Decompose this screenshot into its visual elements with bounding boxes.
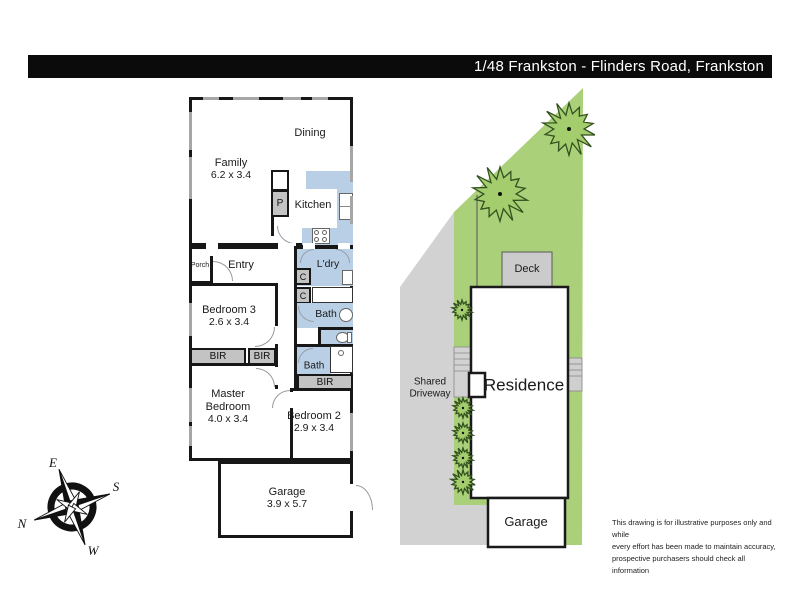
laundry-label: L'dry: [316, 258, 340, 271]
entry-label: Entry: [228, 258, 254, 271]
hallway-right-wall: [294, 246, 297, 389]
window: [189, 388, 192, 422]
hallway-opening: [278, 243, 296, 249]
garage-outline: [218, 461, 353, 538]
stove-burner: [314, 237, 319, 242]
master-dims: 4.0 x 3.4: [207, 413, 249, 426]
residence-entry-notch: [467, 371, 487, 399]
bathtub: [312, 287, 353, 303]
window: [189, 426, 192, 446]
bir-label: BIR: [316, 376, 334, 388]
bath2-label: Bath: [303, 360, 325, 372]
wc-top-wall: [318, 327, 353, 330]
shower: [330, 346, 353, 373]
bath2-top-wall: [297, 344, 353, 347]
cupboard-1: C: [295, 268, 311, 285]
bedroom3-label: Bedroom 3: [202, 303, 256, 316]
master-top-wall: [189, 363, 278, 366]
window: [203, 97, 219, 100]
shared-driveway-area: [400, 212, 488, 545]
compass-w: W: [87, 543, 99, 558]
bir-label: BIR: [253, 351, 271, 362]
garage-label: Garage: [268, 485, 306, 498]
bedroom3-dims: 2.6 x 3.4: [208, 316, 250, 329]
compass-rose: [33, 468, 111, 546]
cupboard-label: C: [299, 290, 307, 301]
address-title: 1/48 Frankston - Flinders Road, Franksto…: [474, 58, 764, 75]
family-label: Family: [214, 156, 248, 169]
pantry-wall-stub: [271, 215, 274, 236]
window: [350, 196, 353, 224]
wc-left-wall: [318, 327, 321, 346]
entry-bottom-wall: [189, 283, 278, 286]
cupboard-label: C: [299, 271, 307, 282]
disclaimer-text: This drawing is for illustrative purpose…: [612, 517, 784, 577]
family-dims: 6.2 x 3.4: [210, 169, 252, 182]
bir-label: BIR: [209, 351, 227, 362]
pantry-label: P: [276, 198, 284, 209]
garage-door-arc: [356, 485, 373, 510]
site-garage-shape: [486, 496, 567, 549]
window: [189, 303, 192, 336]
garage-dims: 3.9 x 5.7: [266, 498, 308, 511]
window: [350, 413, 353, 451]
bath1-label: Bath: [315, 308, 337, 321]
porch-bottom-wall: [189, 281, 213, 284]
compass-s: S: [112, 479, 120, 494]
master-door-opening: [275, 367, 278, 385]
shower-head: [338, 350, 344, 356]
bedroom2-top-wall: [290, 388, 353, 391]
master-label-1: Master: [211, 387, 245, 400]
disclaimer-line-1: This drawing is for illustrative purpose…: [612, 518, 772, 539]
bedroom3-door-opening: [275, 326, 278, 344]
window: [283, 97, 301, 100]
stove-burner: [322, 230, 327, 235]
bedroom2-door-opening: [290, 392, 293, 408]
compass-n: N: [17, 516, 27, 531]
trees: [448, 100, 595, 497]
bath2-door-arc: [298, 348, 313, 363]
compass-e: E: [49, 455, 57, 470]
window: [350, 146, 353, 182]
bedroom2-dims: 2.9 x 3.4: [293, 422, 335, 435]
residence-label: Residence: [483, 375, 565, 395]
stove-burner: [314, 230, 319, 235]
kitchen-sink-divider: [340, 206, 352, 207]
bedroom2-left-wall: [290, 388, 293, 461]
deck-label: Deck: [514, 262, 540, 275]
porch-label: Porch: [190, 262, 210, 270]
kitchen-label: Kitchen: [294, 198, 332, 211]
address-bar: 1/48 Frankston - Flinders Road, Franksto…: [28, 55, 772, 78]
dining-label: Dining: [294, 126, 326, 139]
right-steps: [567, 357, 583, 392]
window: [189, 112, 192, 150]
shared-driveway-label-2: Driveway: [409, 388, 451, 400]
pantry: P: [271, 190, 289, 217]
garage-door-opening: [350, 484, 356, 511]
laundry-tub: [342, 270, 353, 285]
master-label-2: Bedroom: [205, 400, 251, 413]
laundry-opening-right: [338, 243, 350, 249]
disclaimer-line-2: every effort has been made to maintain a…: [612, 542, 776, 551]
site-plan: [400, 88, 595, 549]
porch-opening: [206, 243, 218, 249]
cupboard-2: C: [295, 287, 311, 304]
bath1-vanity: [339, 308, 353, 322]
disclaimer-line-3: prospective purchasers should check all …: [612, 554, 745, 575]
laundry-door-arc-left: [300, 249, 314, 263]
porch-right-wall: [210, 256, 213, 284]
kitchen-cabinet: [271, 170, 289, 191]
window: [233, 97, 259, 100]
bedroom2-label: Bedroom 2: [287, 409, 341, 422]
window: [189, 157, 192, 199]
laundry-opening-left: [303, 243, 315, 249]
shared-driveway-label-1: Shared: [413, 376, 447, 388]
stove-burner: [322, 237, 327, 242]
window: [312, 97, 328, 100]
site-garage-label: Garage: [504, 513, 548, 529]
toilet-tank: [347, 332, 352, 343]
